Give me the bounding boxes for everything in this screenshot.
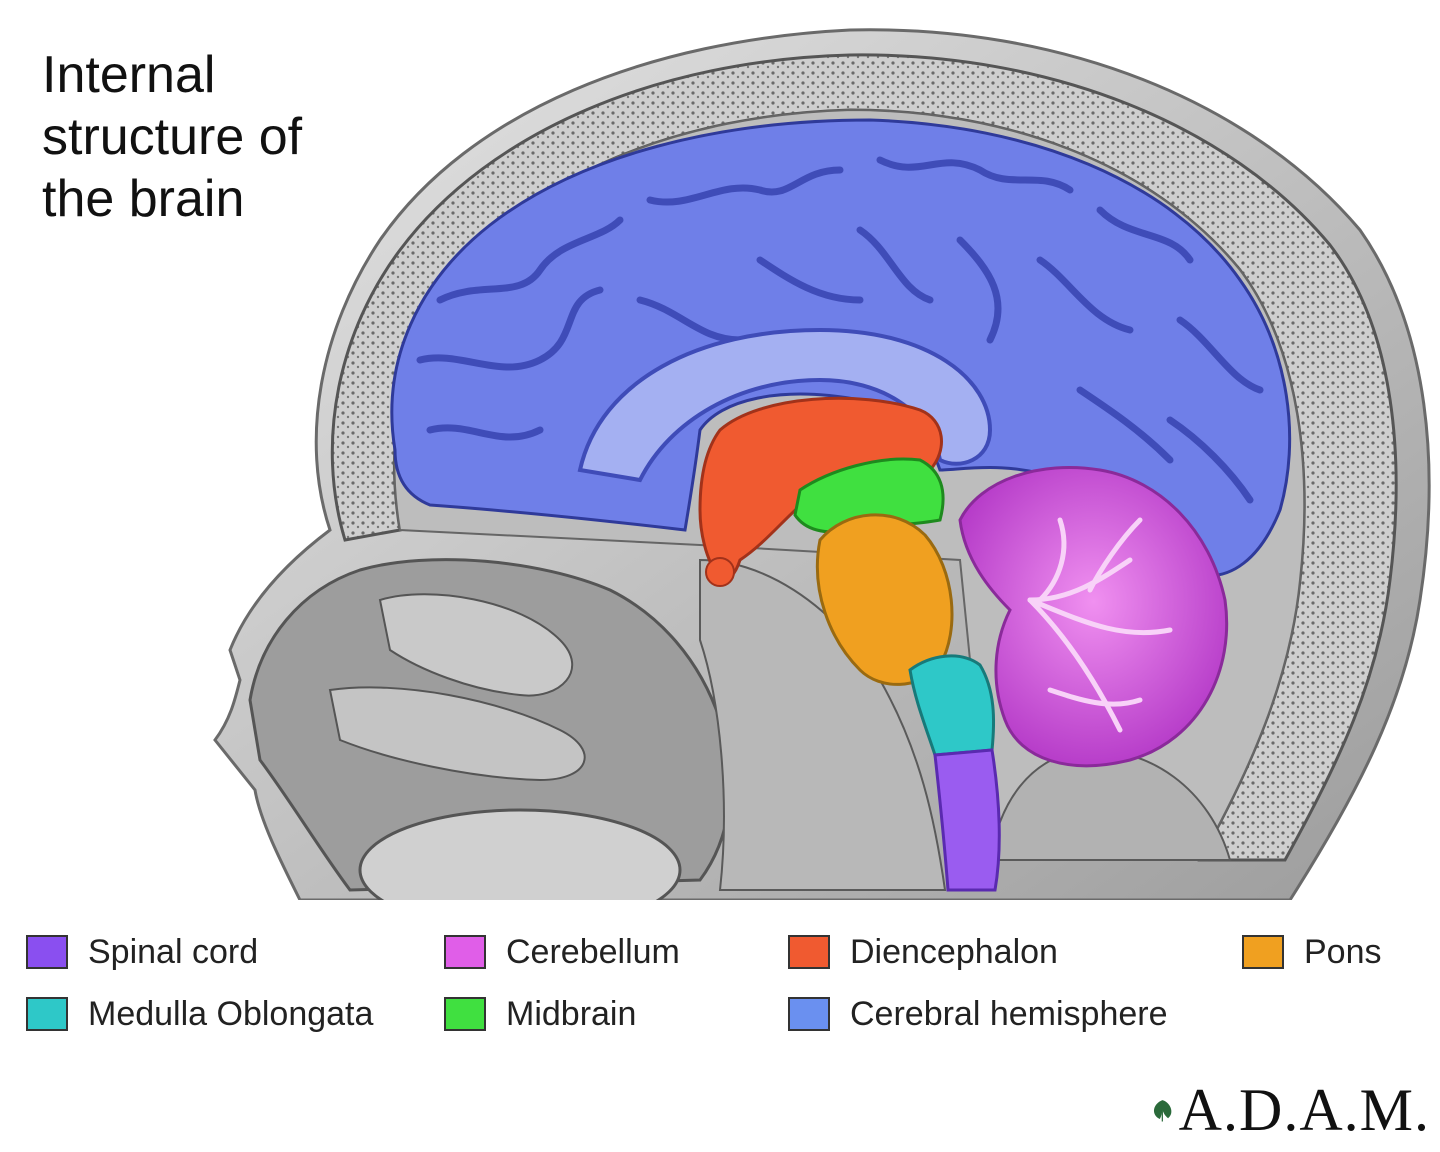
cerebellum-folia: [1027, 517, 1173, 733]
cerebral-sulci: [416, 156, 1264, 504]
legend-swatch: [444, 935, 486, 969]
legend-swatch: [26, 935, 68, 969]
adam-logo: A.D.A.M.: [1150, 1075, 1430, 1145]
legend-label: Pons: [1304, 932, 1382, 971]
spinal-cord: [933, 748, 1001, 892]
legend-item: Midbrain: [444, 992, 636, 1036]
legend-swatch: [1242, 935, 1284, 969]
legend-label: Cerebellum: [506, 932, 680, 971]
legend-item: Pons: [1242, 930, 1382, 974]
legend-item: Diencephalon: [788, 930, 1058, 974]
vine-leaf-icon: [1153, 1100, 1172, 1122]
nasal-concha: [378, 593, 574, 697]
corpus-callosum: [577, 327, 993, 483]
title-line-3: the brain: [42, 170, 245, 228]
diagram-title: Internal structure of the brain: [42, 44, 402, 230]
oral-cavity: [358, 808, 682, 900]
legend-label: Spinal cord: [88, 932, 259, 971]
title-line-2: structure of: [42, 108, 303, 166]
legend-label: Medulla Oblongata: [88, 994, 374, 1033]
medulla-oblongata: [908, 654, 996, 757]
nasal-concha-lower: [328, 686, 586, 782]
pituitary: [705, 557, 735, 587]
legend-swatch: [788, 997, 830, 1031]
neck-tissue: [699, 558, 947, 891]
legend-item: Medulla Oblongata: [26, 992, 373, 1036]
legend-swatch: [444, 997, 486, 1031]
legend-label: Cerebral hemisphere: [850, 994, 1168, 1033]
legend-item: Cerebral hemisphere: [788, 992, 1168, 1036]
legend-label: Midbrain: [506, 994, 637, 1033]
logo-text: A.D.A.M.: [1178, 1076, 1430, 1143]
title-line-1: Internal: [42, 46, 216, 104]
legend-swatch: [26, 997, 68, 1031]
cerebellum: [958, 465, 1229, 768]
legend-item: Spinal cord: [26, 930, 258, 974]
brain-sagittal-illustration: [213, 28, 1431, 900]
legend-label: Diencephalon: [850, 932, 1058, 971]
legend-swatch: [788, 935, 830, 969]
legend-item: Cerebellum: [444, 930, 680, 974]
